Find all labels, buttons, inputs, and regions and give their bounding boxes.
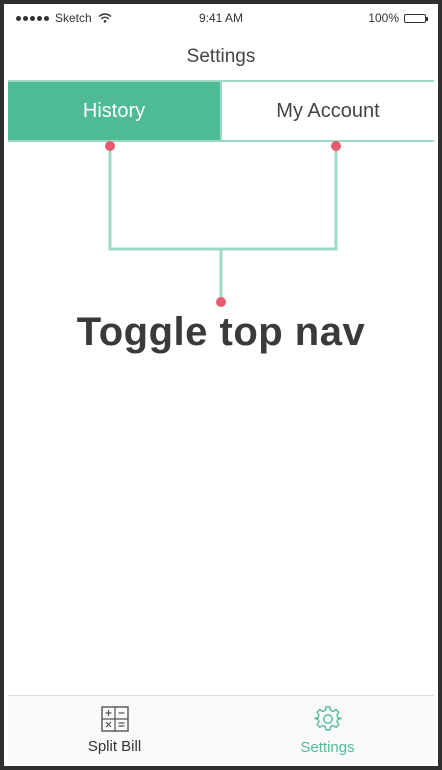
phone-screen: Sketch 9:41 AM 100% Settings History My …: [8, 6, 434, 764]
battery-group: 100%: [368, 11, 428, 25]
tab-split-bill[interactable]: Split Bill: [8, 696, 221, 764]
tab-my-account-label: My Account: [276, 99, 380, 122]
signal-dots-icon: [16, 15, 49, 21]
tab-history-label: History: [82, 99, 146, 122]
top-nav-toggle: History My Account: [8, 80, 434, 142]
wifi-icon: [98, 13, 112, 23]
battery-icon: [404, 13, 428, 23]
tab-bar: Split Bill Settings: [8, 695, 434, 764]
carrier-name: Sketch: [55, 11, 92, 25]
tab-settings-label: Settings: [300, 738, 355, 756]
tab-my-account[interactable]: My Account: [220, 82, 434, 140]
marker-dot-account: [331, 141, 341, 151]
connector-line: [108, 146, 338, 251]
gear-icon: [313, 705, 342, 731]
tab-history[interactable]: History: [8, 82, 220, 140]
marker-dot-history: [105, 141, 115, 151]
page-title: Settings: [186, 46, 256, 67]
battery-percent: 100%: [368, 11, 399, 25]
calculator-icon: [100, 705, 129, 732]
marker-dot-label: [216, 297, 226, 307]
carrier-group: Sketch: [16, 11, 112, 25]
tab-settings[interactable]: Settings: [221, 696, 434, 764]
status-time: 9:41 AM: [198, 11, 244, 25]
status-bar: Sketch 9:41 AM 100%: [8, 6, 434, 30]
tab-split-bill-label: Split Bill: [87, 737, 142, 755]
annotation-label: Toggle top nav: [76, 310, 366, 354]
